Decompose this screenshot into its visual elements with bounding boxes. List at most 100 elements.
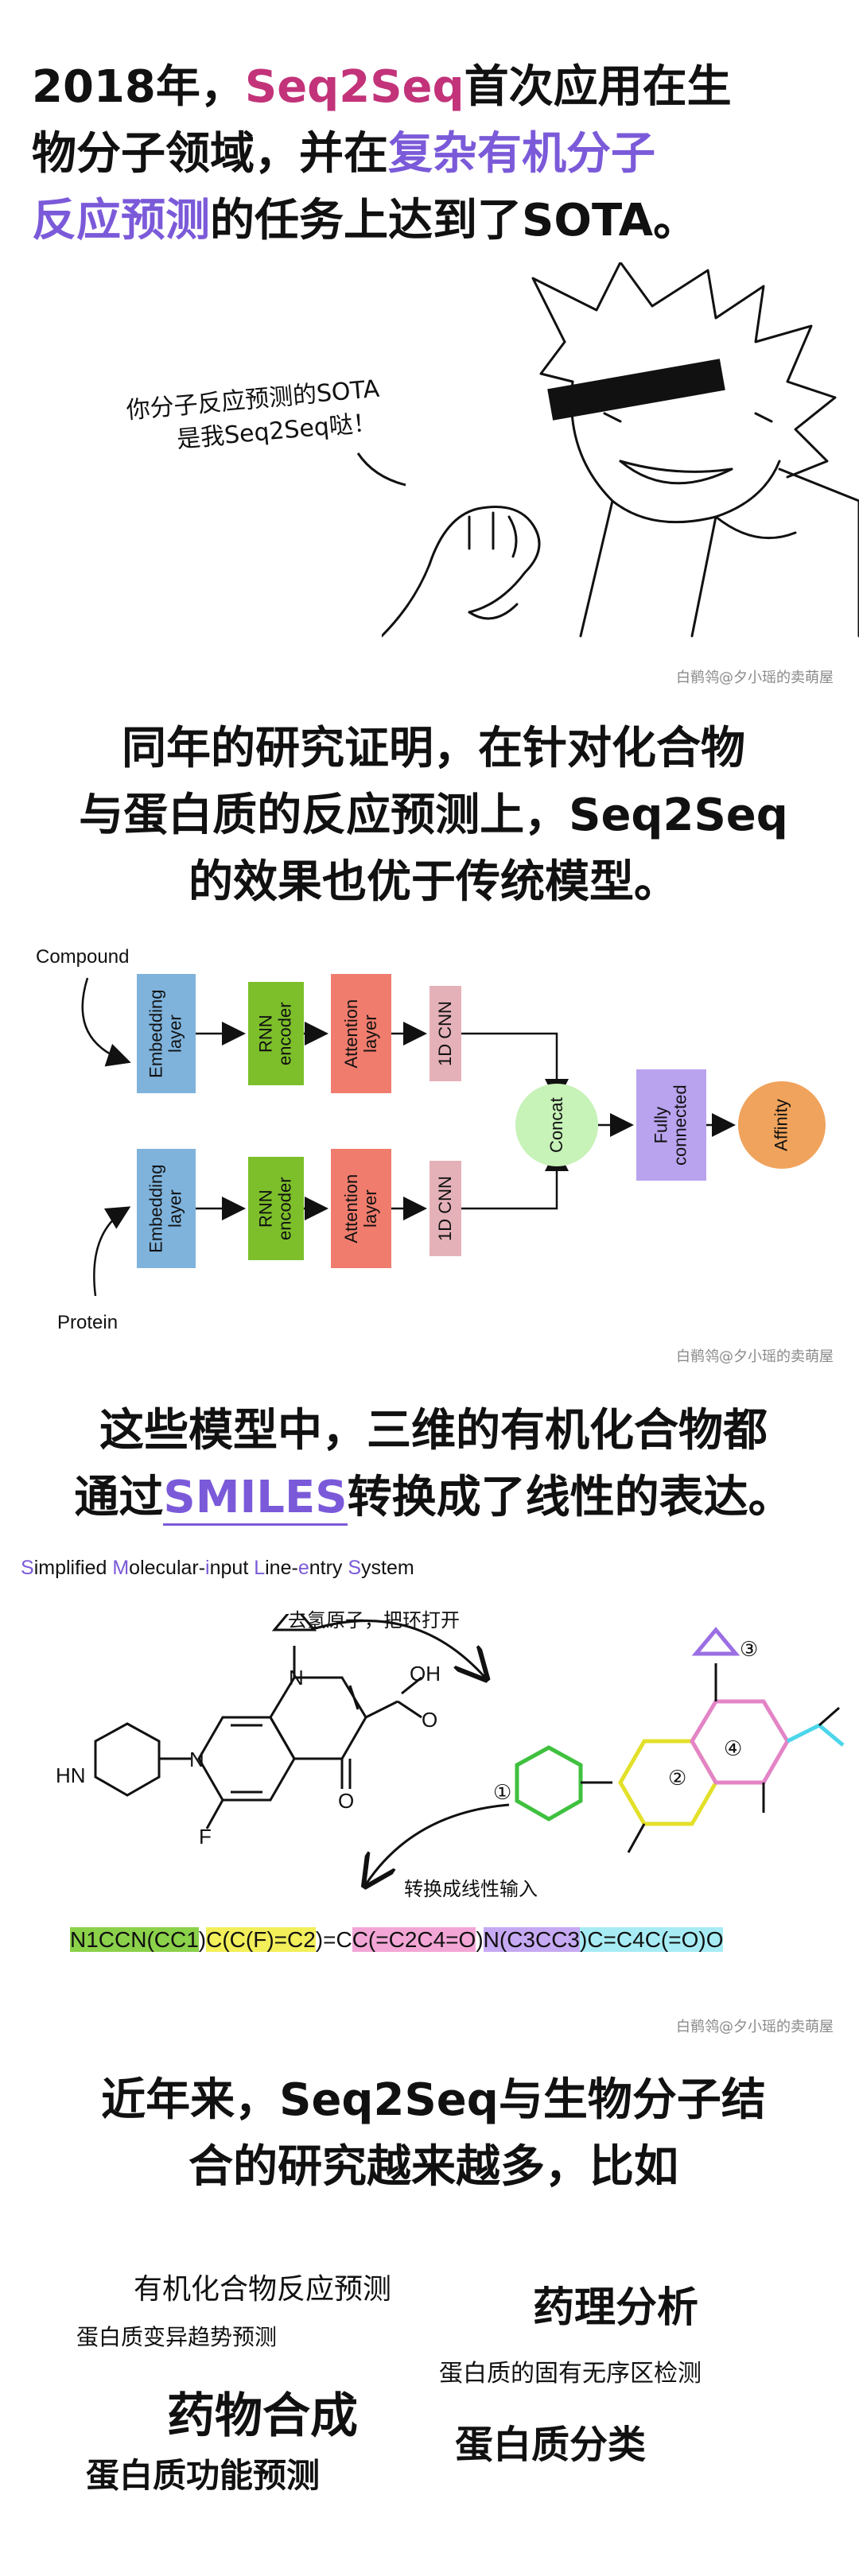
cnn-label: 1D CNN <box>434 1001 455 1066</box>
smiles-acronym-letter: S <box>21 1557 34 1579</box>
section2-title-line2: 与蛋白质的反应预测上，Seq2Seq <box>79 789 788 841</box>
highlight-seq2seq: Seq2Seq <box>244 61 464 113</box>
smiles-acronym-letter: L <box>254 1557 266 1579</box>
keyword-organic-reaction: 有机化合物反应预测 <box>134 2273 392 2306</box>
rnn-encoder-compound: RNN encoder <box>248 982 304 1085</box>
smiles-word-rest: ystem <box>361 1557 414 1579</box>
number-1: ① <box>493 1781 512 1805</box>
smiles-expansion-text: Simplified Molecular-input Line-entry Sy… <box>21 1557 414 1579</box>
title-text: 通过 <box>74 1472 164 1523</box>
speech-tail <box>356 452 406 487</box>
cnn-label: 1D CNN <box>434 1176 455 1241</box>
number-2: ② <box>668 1767 687 1790</box>
smiles-segment: C(C(F)=C2 <box>206 1927 316 1952</box>
section1-watermark: 白鹡鸰@夕小瑶的卖萌屋 <box>676 669 834 686</box>
smiles-acronym-letter: i <box>205 1557 210 1579</box>
smiles-expansion: Simplified Molecular-input Line-entry Sy… <box>21 1557 414 1580</box>
attention-layer-protein: Attention layer <box>331 1149 391 1268</box>
protein-label: Protein <box>57 1312 119 1333</box>
section3-title-line2: 通过SMILES转换成了线性的表达。 <box>24 1465 843 1531</box>
smiles-word-rest: ine- <box>265 1557 298 1579</box>
smiles-acronym-letter: e <box>297 1557 309 1579</box>
smiles-segment: N(C3CC3 <box>483 1927 581 1952</box>
annotation-linear-input: 转换成线性输入 <box>404 1878 538 1900</box>
smiles-segment: ) <box>198 1927 207 1952</box>
fc-label: Fully connected <box>651 1084 690 1166</box>
model-diagram: Compound Protein <box>0 930 859 1344</box>
keyword-protein-function: 蛋白质功能预测 <box>86 2456 321 2495</box>
section2-title-line3: 的效果也优于传统模型。 <box>189 856 678 908</box>
section2-watermark: 白鹡鸰@夕小瑶的卖萌屋 <box>676 1348 834 1365</box>
embedding-layer-compound: Embedding layer <box>137 974 196 1093</box>
rnn-encoder-protein: RNN encoder <box>248 1157 304 1260</box>
atom-f: F <box>199 1825 212 1849</box>
smiles-acronym-letter: S <box>348 1557 362 1579</box>
affinity-label: Affinity <box>771 1099 791 1151</box>
keyword-protein-mutation: 蛋白质变异趋势预测 <box>76 2324 278 2350</box>
keyword-protein-classification: 蛋白质分类 <box>455 2423 647 2467</box>
smiles-segment: N1CCN(CC1 <box>70 1927 199 1952</box>
smiles-string: N1CCN(CC1)C(C(F)=C2)=CC(=C2C4=O)N(C3CC3)… <box>70 1927 724 1953</box>
smiles-word-rest: ntry <box>309 1557 348 1579</box>
atom-o-carbonyl: O <box>422 1708 438 1732</box>
title-text: 2018年， <box>32 61 245 113</box>
atom-oh: OH <box>410 1662 441 1686</box>
embedding-label: Embedding layer <box>146 989 185 1078</box>
atom-n-quinolone: N <box>289 1666 304 1690</box>
embedding-layer-protein: Embedding layer <box>137 1149 196 1268</box>
smiles-segment: C(=C2C4=O <box>352 1927 476 1952</box>
section4-title: 近年来，Seq2Seq与生物分子结 合的研究越来越多，比如 <box>24 2067 843 2201</box>
section1-title-line3: 反应预测的任务上达到了SOTA。 <box>32 188 835 254</box>
smiles-segment: )C=C4C(=O)O <box>580 1927 724 1952</box>
molecule-drawing <box>94 1614 845 1948</box>
section4-title-line1: 近年来，Seq2Seq与生物分子结 <box>101 2074 766 2126</box>
smiles-text: N1CCN(CC1)C(C(F)=C2)=CC(=C2C4=O)N(C3CC3)… <box>70 1927 724 1952</box>
cnn-compound: 1D CNN <box>430 986 461 1081</box>
number-4: ④ <box>724 1737 743 1761</box>
number-3: ③ <box>740 1638 759 1662</box>
annotation-remove-hydrogen: 去氢原子，把环打开 <box>288 1609 460 1631</box>
rnn-label: RNN encoder <box>255 1002 295 1065</box>
title-text: 物分子领域，并在 <box>32 128 388 180</box>
section1-title: 2018年，Seq2Seq首次应用在生 物分子领域，并在复杂有机分子 反应预测的… <box>32 54 835 254</box>
smiles-segment: ) <box>476 1927 484 1952</box>
highlight-organic: 复杂有机分子 <box>388 128 655 180</box>
title-text: 转换成了线性的表达。 <box>347 1472 793 1523</box>
cnn-protein: 1D CNN <box>430 1161 461 1256</box>
section1-title-line1: 2018年，Seq2Seq首次应用在生 <box>32 54 835 121</box>
section2-title: 同年的研究证明，在针对化合物 与蛋白质的反应预测上，Seq2Seq 的效果也优于… <box>24 716 843 916</box>
concat-label: Concat <box>546 1097 566 1153</box>
smiles-word-rest: implified <box>33 1557 113 1579</box>
section2-title-line1: 同年的研究证明，在针对化合物 <box>122 723 745 774</box>
affinity-node: Affinity <box>738 1081 826 1169</box>
section3-watermark: 白鹡鸰@夕小瑶的卖萌屋 <box>676 2019 834 2035</box>
diagram-arrows <box>81 977 736 1297</box>
rnn-label: RNN encoder <box>255 1177 295 1240</box>
keyword-protein-disorder: 蛋白质的固有无序区检测 <box>439 2360 702 2388</box>
fully-connected-node: Fully connected <box>636 1069 706 1181</box>
keyword-pharmacology: 药理分析 <box>533 2284 699 2332</box>
attention-label: Attention layer <box>340 1174 380 1243</box>
highlight-prediction: 反应预测 <box>32 195 210 246</box>
section1-title-line2: 物分子领域，并在复杂有机分子 <box>32 121 835 188</box>
atom-n-piperazine: N <box>189 1748 204 1771</box>
smiles-word-rest: olecular- <box>129 1557 206 1579</box>
character-illustration <box>382 262 859 638</box>
embedding-label: Embedding layer <box>146 1164 185 1253</box>
smiles-segment: )=C <box>315 1927 352 1952</box>
smiles-word-rest: nput <box>209 1557 255 1579</box>
smiles-acronym-letter: M <box>112 1557 130 1579</box>
compound-label: Compound <box>36 946 130 968</box>
title-text: 首次应用在生 <box>464 61 732 113</box>
atom-hn: HN <box>56 1763 86 1787</box>
highlight-smiles: SMILES <box>163 1472 348 1526</box>
section4-title-line2: 合的研究越来越多，比如 <box>189 2141 678 2193</box>
concat-node: Concat <box>515 1084 598 1166</box>
attention-label: Attention layer <box>340 999 380 1069</box>
title-text: 的任务上达到了SOTA。 <box>210 195 698 246</box>
keyword-drug-synthesis: 药物合成 <box>167 2388 358 2444</box>
atom-o-ketone: O <box>338 1789 355 1813</box>
attention-layer-compound: Attention layer <box>331 974 391 1093</box>
section3-title: 这些模型中，三维的有机化合物都 通过SMILES转换成了线性的表达。 <box>24 1398 843 1531</box>
